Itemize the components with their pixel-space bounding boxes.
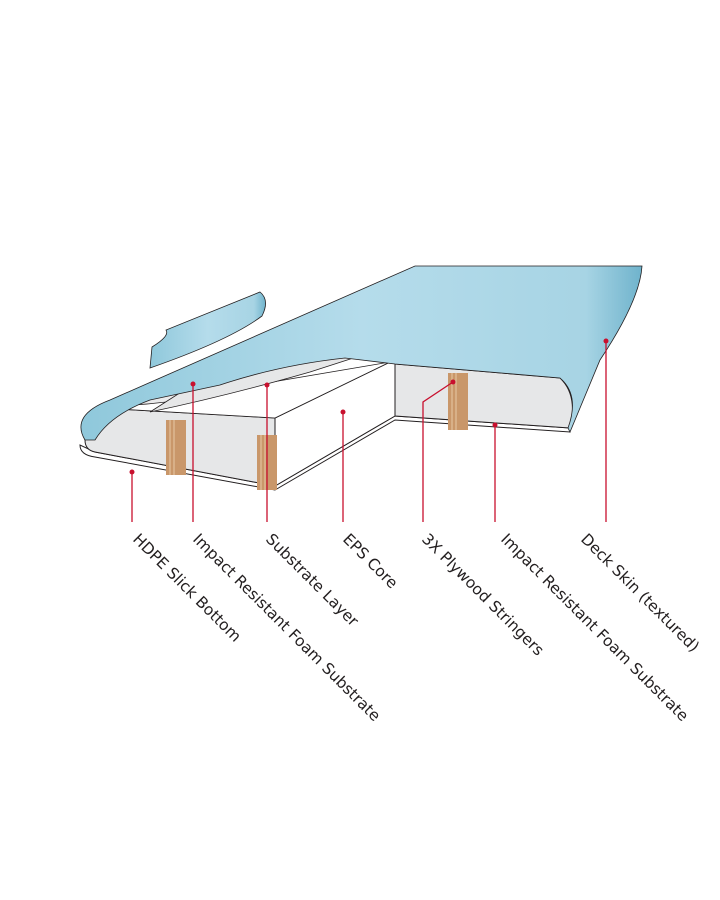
label-hdpe-slick-bottom: HDPE Slick Bottom — [129, 530, 245, 646]
label-eps-core: EPS Core — [339, 530, 401, 592]
plywood-stringer — [166, 420, 186, 475]
peeled-deck-flap — [149, 291, 266, 369]
leader-lines — [129, 338, 609, 522]
deck-skin — [80, 265, 643, 441]
